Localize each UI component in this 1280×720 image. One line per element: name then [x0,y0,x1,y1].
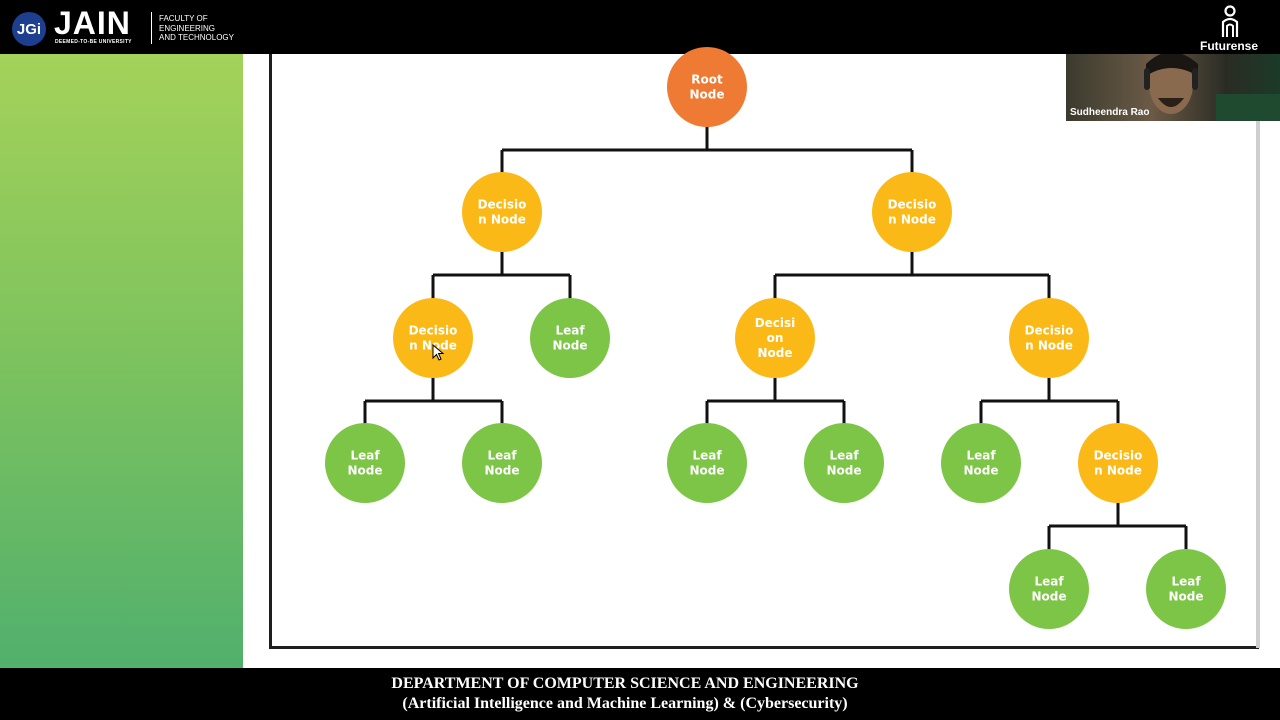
node-label: Node [689,464,724,478]
node-circle [462,172,542,252]
node-label: Leaf [692,449,722,463]
participant-video-icon [1144,54,1280,121]
node-circle [872,172,952,252]
node-circle [804,423,884,503]
node-label: Node [484,464,519,478]
faculty-line: AND TECHNOLOGY [159,33,234,42]
mouse-cursor-icon [432,343,445,361]
node-label: Node [1031,590,1066,604]
node-label: Node [757,346,792,360]
node-label: Decisio [1025,324,1074,338]
faculty-text: FACULTY OF ENGINEERING AND TECHNOLOGY [159,14,234,43]
node-circle [941,423,1021,503]
node-label: Root [691,73,723,87]
jgi-logo: JGi [12,12,46,46]
node-label: Node [689,88,724,102]
node-circle [530,298,610,378]
futurense-person-icon [1221,5,1239,37]
node-label: Decisio [409,324,458,338]
node-circle [1078,423,1158,503]
node-label: on [767,331,784,345]
video-participant-tile[interactable]: Sudheendra Rao [1066,54,1280,121]
department-subtitle: (Artificial Intelligence and Machine Lea… [402,695,848,712]
node-label: Leaf [1034,575,1064,589]
participant-name: Sudheendra Rao [1070,107,1150,118]
node-circle [325,423,405,503]
node-label: Node [347,464,382,478]
node-label: Decisio [478,198,527,212]
node-circle [1146,549,1226,629]
node-circle [667,47,747,127]
node-label: Leaf [350,449,380,463]
node-label: n Node [1025,339,1073,353]
node-circle [1009,549,1089,629]
node-label: Node [552,339,587,353]
green-sidebar [0,54,243,668]
node-label: Decisi [755,316,796,330]
node-label: Leaf [1171,575,1201,589]
node-label: Node [1168,590,1203,604]
node-label: Decisio [888,198,937,212]
logo-divider [151,12,152,44]
node-label: Node [826,464,861,478]
node-label: Leaf [966,449,996,463]
node-label: n Node [1094,464,1142,478]
node-label: Leaf [829,449,859,463]
node-circle [735,298,815,378]
slide-edge [1256,54,1260,648]
footer-bar [0,668,1280,720]
jain-tagline: DEEMED-TO-BE UNIVERSITY [55,39,132,45]
header-bar: JGi JAIN DEEMED-TO-BE UNIVERSITY FACULTY… [0,0,1280,54]
node-circle [1009,298,1089,378]
node-circle [667,423,747,503]
faculty-line: FACULTY OF [159,14,208,23]
node-label: n Node [888,213,936,227]
node-circle [393,298,473,378]
futurense-logo-text: Futurense [1200,39,1259,53]
node-label: Decisio [1094,449,1143,463]
faculty-line: ENGINEERING [159,23,216,33]
node-label: Leaf [487,449,517,463]
node-label: Node [963,464,998,478]
node-circle [462,423,542,503]
node-label: n Node [478,213,526,227]
department-title: DEPARTMENT OF COMPUTER SCIENCE AND ENGIN… [391,675,859,692]
node-label: Leaf [555,324,585,338]
jain-logo-text: JAIN [54,5,131,41]
